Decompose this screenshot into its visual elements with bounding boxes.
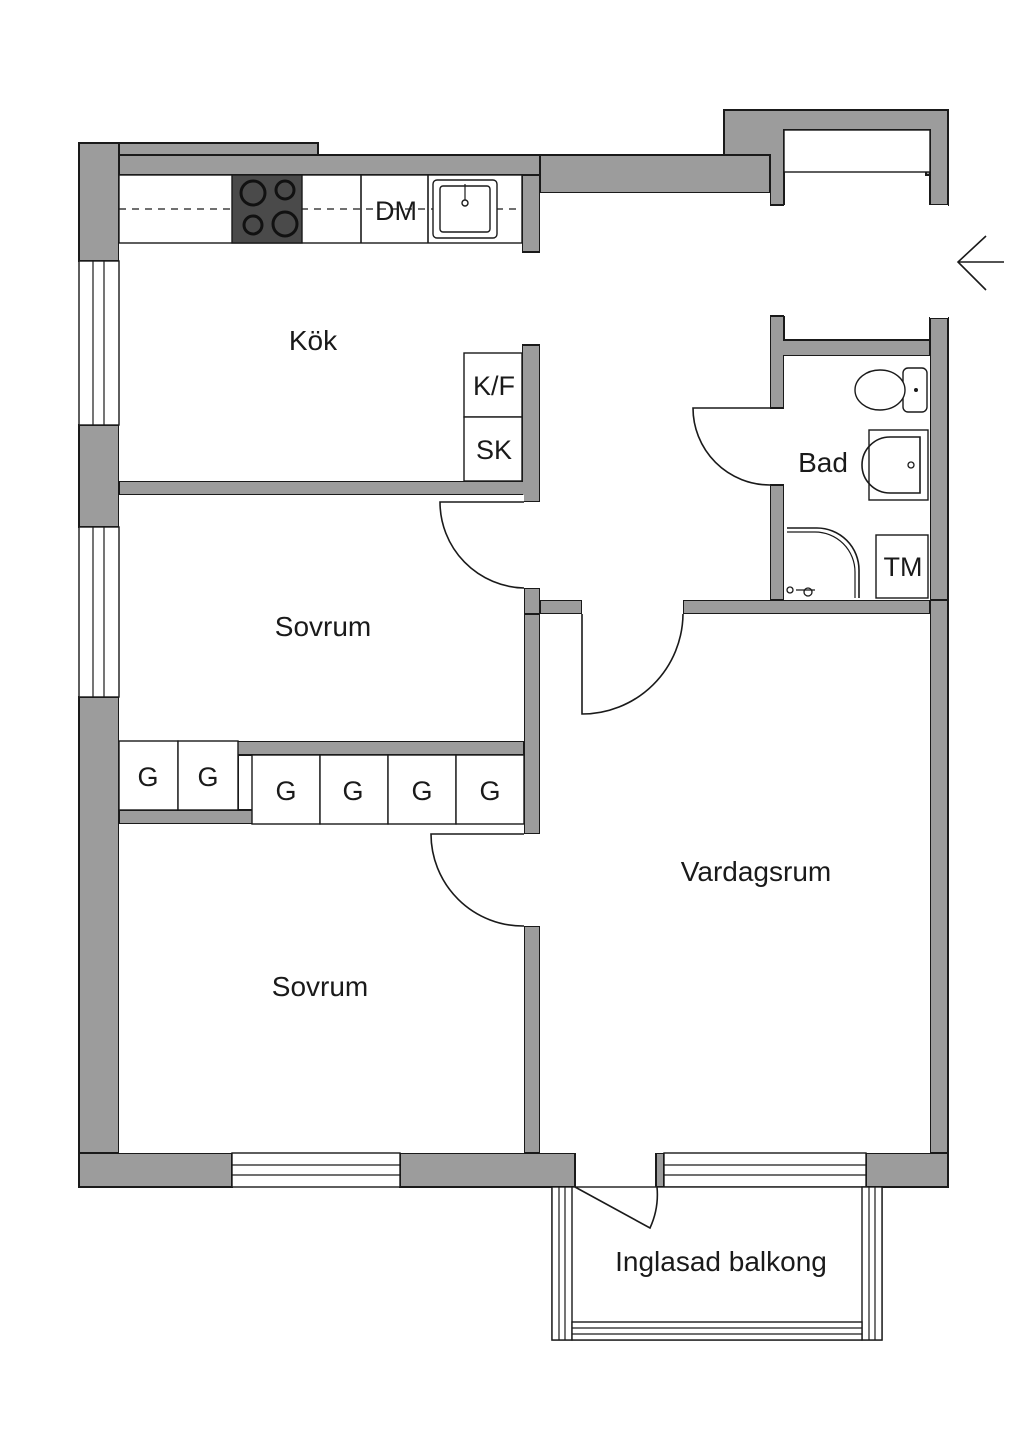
label-wardrobe: G <box>137 762 158 792</box>
shower-icon <box>786 527 860 598</box>
wall-south-mid <box>399 1152 576 1188</box>
window-bedroom-bottom <box>231 1152 401 1188</box>
kitchen-counter <box>118 174 523 244</box>
wall-entry-east <box>929 317 949 614</box>
wall-living-west-lower <box>523 925 541 1188</box>
labels: Kök Sovrum Sovrum Vardagsrum Bad Inglasa… <box>137 196 922 1277</box>
wall-west-3 <box>78 696 120 1188</box>
door-bath <box>692 407 771 486</box>
label-wardrobe: G <box>275 776 296 806</box>
wall-kitchen-north <box>118 154 541 176</box>
label-dishwasher: DM <box>375 196 417 226</box>
label-fridge-freezer: K/F <box>473 371 515 401</box>
bathroom-fixtures <box>786 367 929 599</box>
wall-east <box>929 599 949 1188</box>
label-cabinet: SK <box>476 435 512 465</box>
door-living <box>581 613 684 715</box>
kitchen-sink-icon <box>432 179 498 239</box>
wall-west-1 <box>78 142 120 262</box>
washer-box <box>875 534 929 599</box>
wall-bath-south <box>682 599 949 615</box>
room-label-living: Vardagsrum <box>681 856 831 887</box>
wall-living-west-upper <box>523 613 541 835</box>
window-kitchen <box>78 260 120 426</box>
room-label-bedroom-top: Sovrum <box>275 611 371 642</box>
wall-west-2 <box>78 424 120 528</box>
wall-kitchen-east-upper <box>521 174 541 253</box>
room-label-bath: Bad <box>798 447 848 478</box>
wall-corridor-stub <box>539 599 583 615</box>
balcony <box>551 1186 883 1341</box>
label-washer: TM <box>884 552 923 582</box>
wall-bath-west <box>769 484 785 601</box>
room-label-kitchen: Kök <box>289 325 338 356</box>
window-living <box>663 1152 867 1188</box>
toilet-icon <box>854 367 928 413</box>
door-bedroom-top <box>439 501 525 589</box>
entry-niche <box>783 129 931 173</box>
label-wardrobe: G <box>342 776 363 806</box>
label-wardrobe: G <box>479 776 500 806</box>
door-bedroom-bottom <box>430 833 525 927</box>
window-bedroom-top <box>78 526 120 698</box>
room-fills <box>119 175 948 1153</box>
label-wardrobe: G <box>411 776 432 806</box>
fridge-cabinet-block <box>463 352 523 482</box>
stove-icon <box>231 174 303 244</box>
arrow-left-icon <box>956 235 1004 291</box>
wall-south-stub <box>655 1152 665 1188</box>
washbasin-icon <box>861 429 929 501</box>
wall-south-left <box>78 1152 233 1188</box>
room-label-balcony: Inglasad balkong <box>615 1246 827 1277</box>
label-wardrobe: G <box>197 762 218 792</box>
wardrobes <box>118 740 525 825</box>
room-label-bedroom-bottom: Sovrum <box>272 971 368 1002</box>
wall-south-right <box>865 1152 949 1188</box>
doors <box>430 407 771 927</box>
